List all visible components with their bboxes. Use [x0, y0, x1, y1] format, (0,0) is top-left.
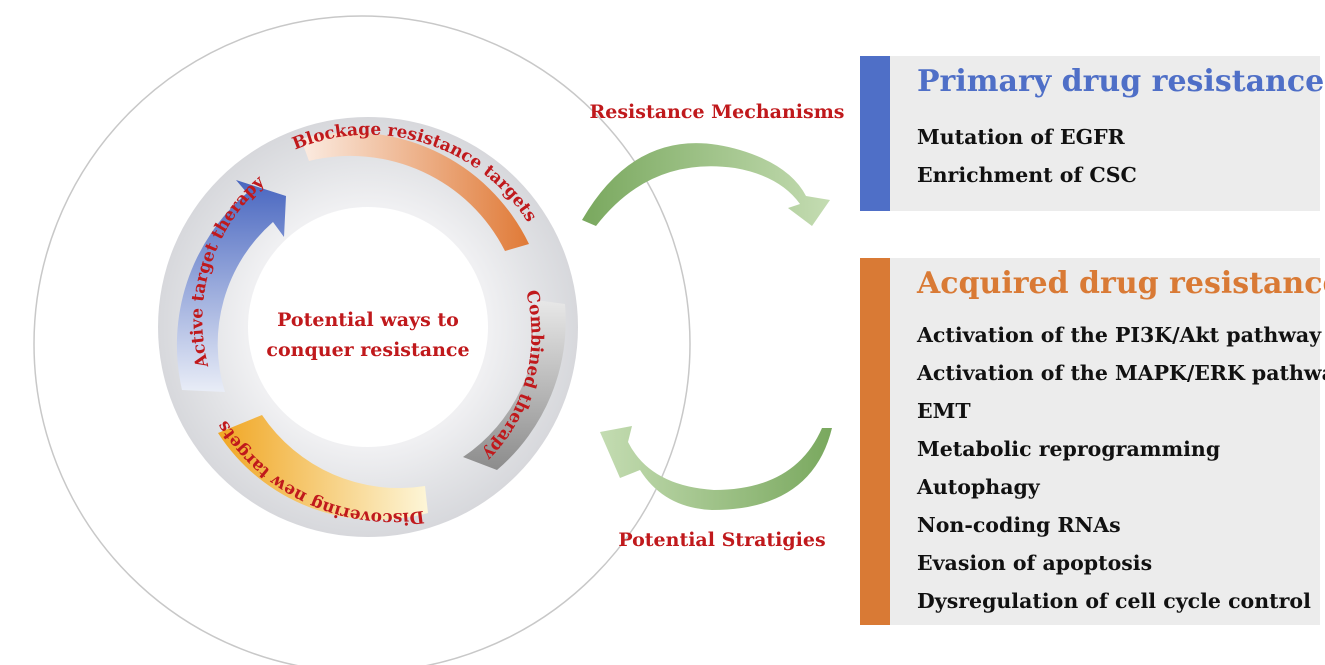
- list-item: Dysregulation of cell cycle control: [917, 589, 1311, 613]
- list-item: Metabolic reprogramming: [917, 437, 1221, 461]
- primary-list: Mutation of EGFR Enrichment of CSC: [917, 118, 1137, 194]
- center-label-line1: Potential ways to: [277, 309, 459, 331]
- segment-blockage: [301, 132, 529, 251]
- acquired-title: Acquired drug resistance: [917, 266, 1325, 301]
- center-label-line2: conquer resistance: [266, 339, 469, 361]
- acquired-list: Activation of the PI3K/Akt pathway Activ…: [917, 316, 1325, 620]
- acquired-resistance-panel: Acquired drug resistance Activation of t…: [860, 258, 1325, 625]
- primary-resistance-panel: Primary drug resistance Mutation of EGFR…: [860, 56, 1324, 211]
- primary-color-bar: [860, 56, 890, 211]
- list-item: EMT: [917, 399, 971, 423]
- outer-outline-circle: [33, 15, 691, 665]
- list-item: Enrichment of CSC: [917, 163, 1137, 187]
- acquired-color-bar: [860, 258, 890, 625]
- segment-discovering: [218, 415, 428, 520]
- list-item: Activation of the MAPK/ERK pathway: [917, 361, 1325, 385]
- arrow-strategies: [600, 426, 832, 510]
- list-item: Autophagy: [917, 475, 1040, 499]
- segment-active: [176, 180, 286, 392]
- label-potential-strategies: Potential Stratigies: [618, 529, 825, 551]
- inner-hole: [248, 207, 488, 447]
- label-resistance-mechanisms: Resistance Mechanisms: [589, 101, 844, 123]
- list-item: Mutation of EGFR: [917, 125, 1125, 149]
- list-item: Non-coding RNAs: [917, 513, 1121, 537]
- list-item: Activation of the PI3K/Akt pathway: [917, 323, 1322, 347]
- primary-title: Primary drug resistance: [917, 64, 1325, 99]
- segment-combined: [463, 300, 566, 470]
- arrow-mechanisms: [582, 143, 830, 226]
- list-item: Evasion of apoptosis: [917, 551, 1153, 575]
